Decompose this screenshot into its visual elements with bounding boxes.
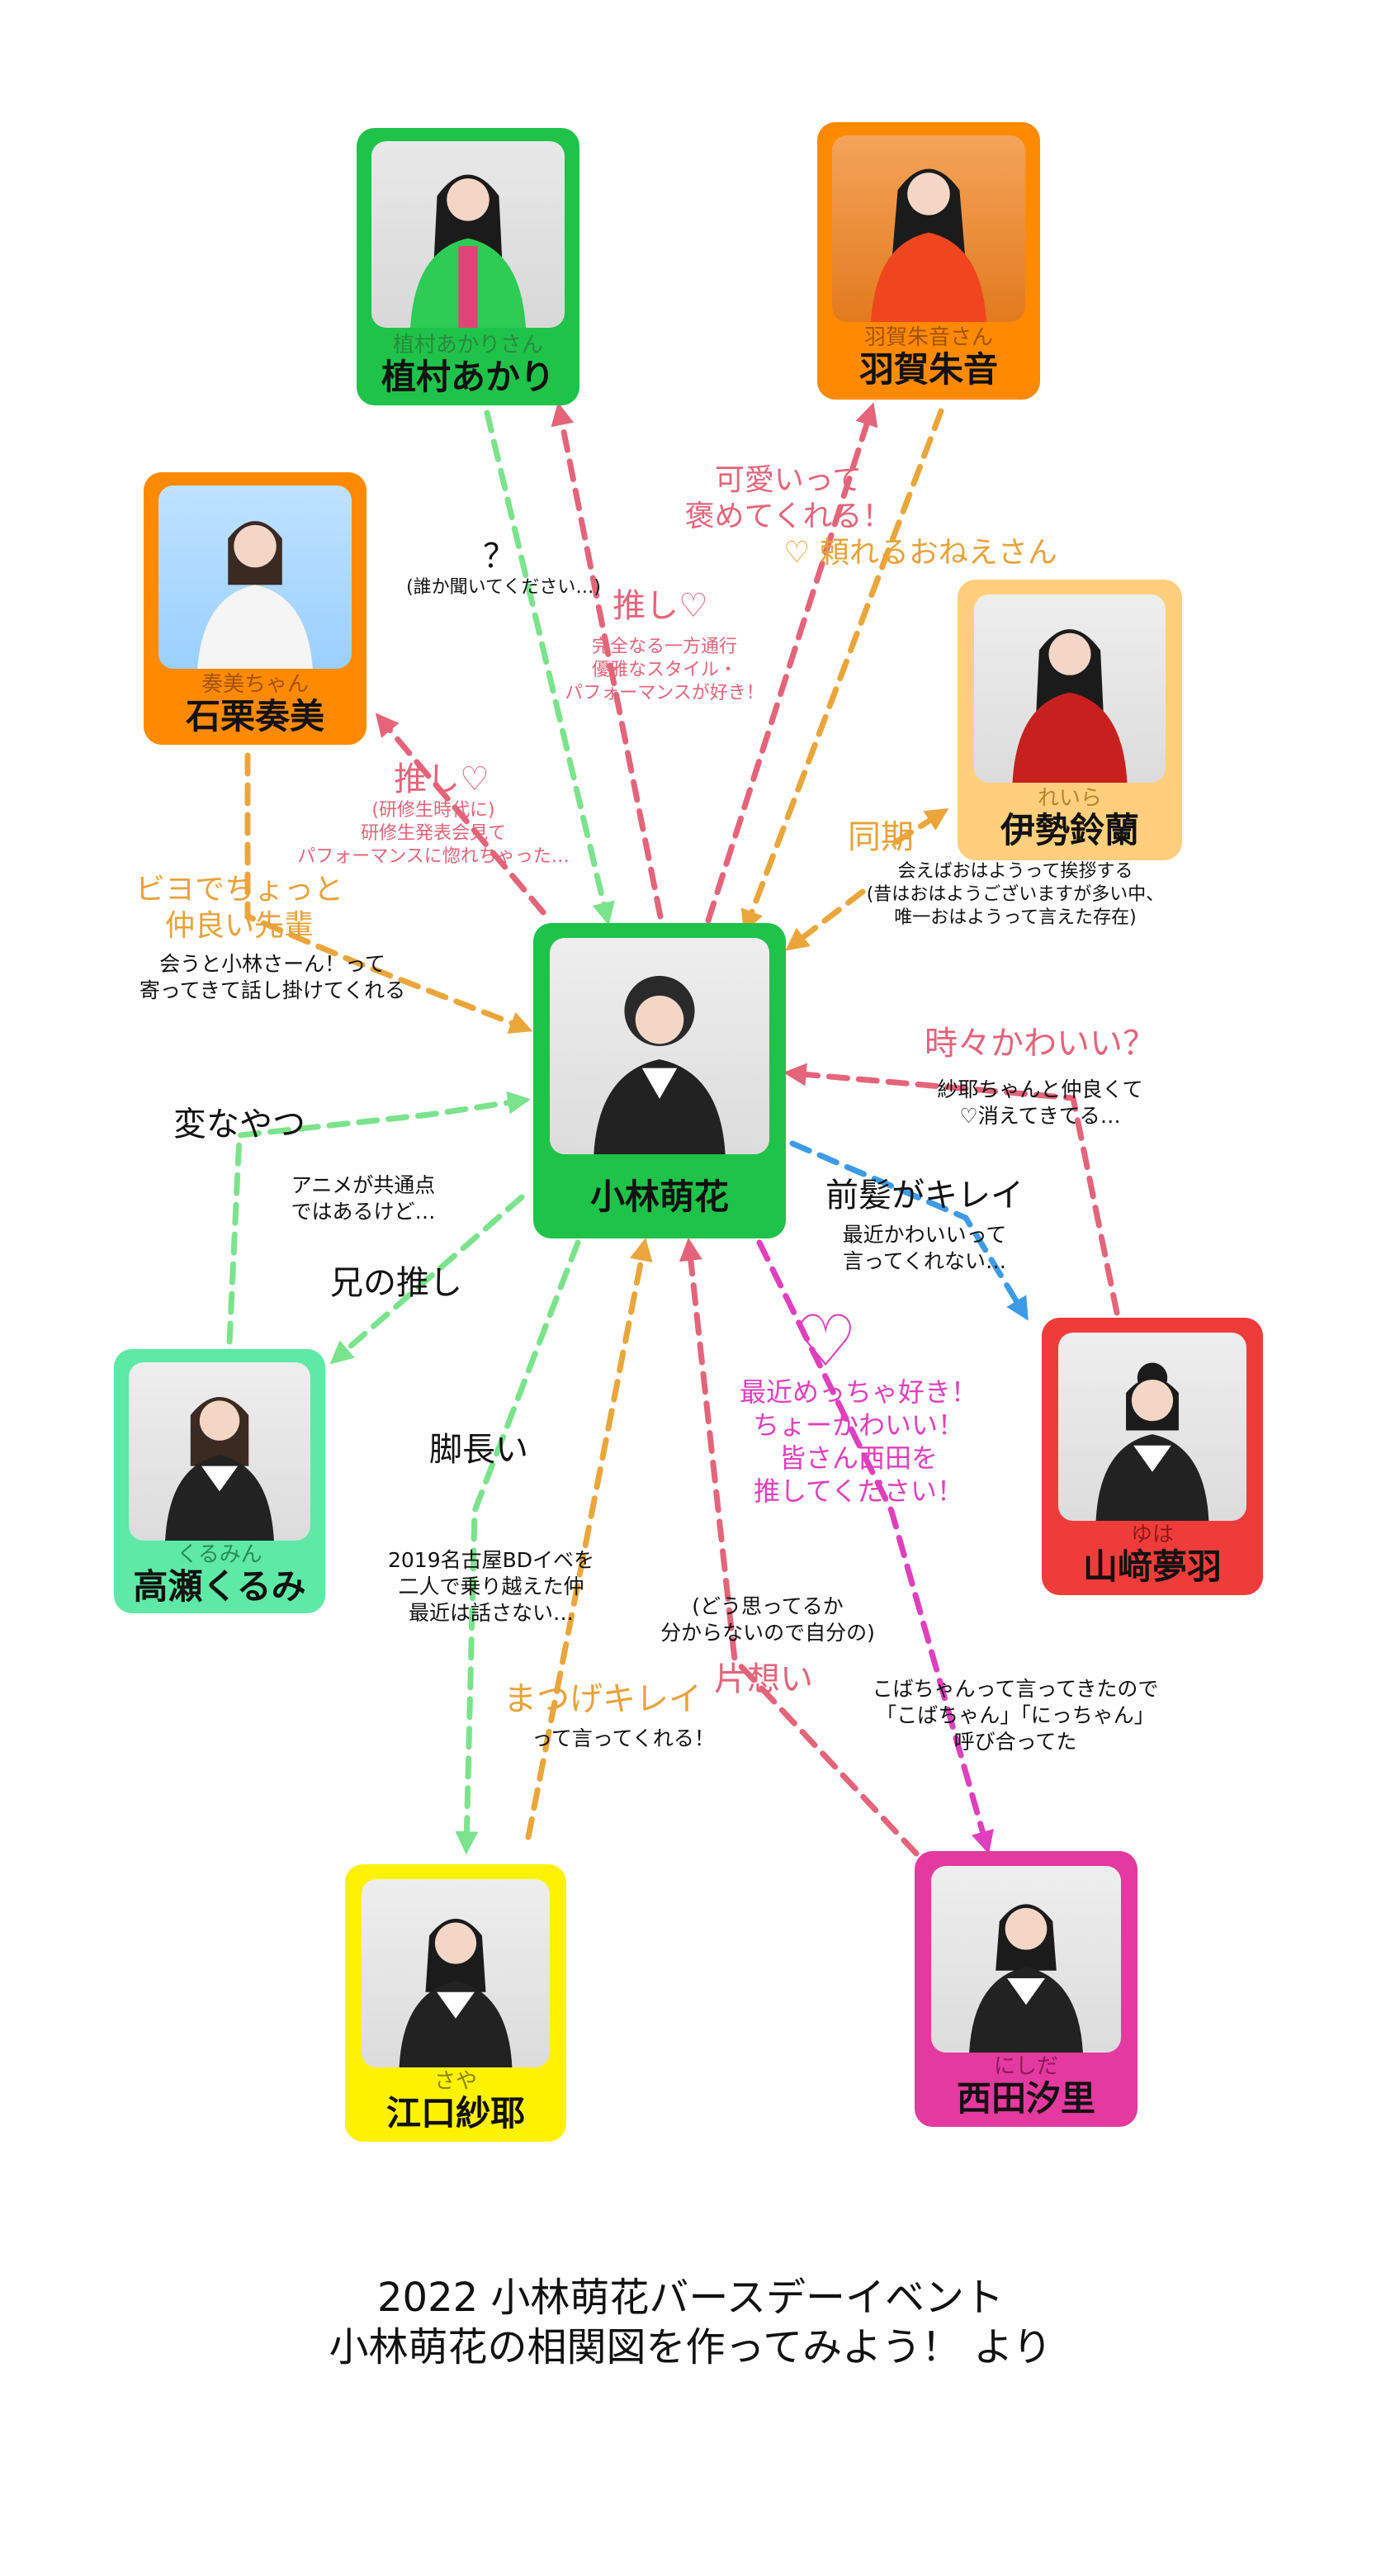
arrow-center-to-uemura [551,402,664,920]
card-uemura: 植村あかりさん 植村あかり [357,128,579,405]
arrow-haga-to-center [740,408,944,934]
card-haga: 羽賀朱音さん 羽賀朱音 [817,122,1040,400]
person-icon [1095,1362,1209,1521]
arrow-center-to-yamazaki [789,1140,1029,1321]
node-name-takase: 高瀬くるみ [133,1566,306,1607]
node-name-ishiguri: 石栗奏美 [185,696,324,736]
label-maegami: 前髪がキレイ [825,1177,1024,1215]
node-name-eguchi: 江口紗耶 [385,2093,525,2133]
label-oshi-uemura-note: 完全なる一方通行 優雅なスタイル・ パフォーマンスが好き！ [565,637,764,703]
photo-kobayashi [550,938,769,1154]
footer-line2: 小林萌花の相関図を作ってみよう！ より [329,2324,1052,2370]
node-nick-uemura: 植村あかりさん [392,333,543,358]
label-oshi-uemura: 推し♡ [612,587,708,625]
label-ise-note: 会えばおはようって挨拶する (昔はおはようございますが多い中、 唯一おはようって… [866,861,1165,928]
person-icon [410,174,526,328]
label-haga-tayoreru: ♡ 頼れるおねえさん [783,536,1057,570]
photo-uemura [371,141,565,328]
person-icon [969,1904,1083,2053]
arrow-eguchi-to-center [525,1238,653,1840]
arrow-center-to-nishida [756,1239,994,1854]
photo-ise [974,594,1166,783]
card-takase: くるみん 高瀬くるみ [114,1349,325,1613]
arrow-yamazaki-to-center [783,1063,1120,1316]
label-uemura-question: ？ [483,537,516,575]
label-ishiguri-bideo: ビヨでちょっと 仲良い先輩 [135,873,343,943]
node-nick-eguchi: さや [433,2069,477,2094]
node-name-haga: 羽賀朱音 [858,349,998,390]
card-ise: れいら 伊勢鈴蘭 [958,580,1182,860]
label-tokidoki: 時々かわいい？ [925,1025,1156,1063]
card-eguchi: さや 江口紗耶 [345,1864,566,2142]
photo-takase [129,1362,310,1541]
label-maegami-note: 最近かわいいって 言ってくれない… [842,1223,1007,1273]
label-matsuge-note: って言ってくれる！ [532,1726,715,1750]
node-nick-haga: 羽賀朱音さん [863,325,993,350]
footer-line1: 2022 小林萌花バースデーイベント [376,2275,1004,2321]
node-name-ise: 伊勢鈴蘭 [1000,810,1139,850]
label-nishida-love: 最近めっちゃ好き！ ちょーかわいい！ 皆さん西田を 推してください！ [739,1376,977,1507]
photo-ishiguri [158,485,352,669]
node-name-uemura: 植村あかり [381,357,555,397]
label-haga-kawaii: 可愛いって 褒めてくれる！ [684,463,892,533]
label-anime: アニメが共通点 ではあるけど… [291,1173,436,1224]
photo-nishida [931,1866,1121,2053]
label-ishiguri-note: 会うと小林さーん！って 寄ってきて話し掛けてくれる [139,952,406,1002]
person-icon [871,168,986,322]
label-kataomoi: 片想い [714,1660,813,1698]
label-oshi-ishiguri: 推し♡ [394,760,489,798]
arrow-ishiguri-to-center [244,752,533,1034]
node-nick-takase: くるみん [177,1542,262,1567]
person-icon [1012,629,1128,783]
label-ani-no-oshi: 兄の推し [330,1264,462,1302]
arrow-center-to-ise [892,807,949,845]
label-tokidoki-note: 紗耶ちゃんと仲良くて ♡消えてきてる… [937,1077,1143,1128]
card-kobayashi: 小林萌花 [533,923,786,1238]
photo-yamazaki [1058,1333,1246,1521]
arrow-uemura-to-center [484,410,615,926]
label-ashinagai: 脚長い [429,1431,528,1469]
arrow-takase-to-center [226,1091,532,1345]
node-name-yamazaki: 山﨑夢羽 [1082,1546,1222,1587]
person-icon [197,521,313,669]
arrow-center-to-ishiguri [375,713,546,916]
card-nishida: にしだ 西田汐里 [915,1851,1137,2127]
label-kataomoi-note: (どう思ってるか 分からないので自分の) [660,1594,875,1645]
arrow-nishida-to-center [679,1237,920,1857]
photo-haga [832,135,1025,322]
label-matsuge: まつげキレイ [504,1680,702,1718]
node-name-kobayashi: 小林萌花 [589,1177,729,1217]
card-ishiguri: 奏美ちゃん 石栗奏美 [144,472,367,745]
arrow-center-to-eguchi [455,1239,581,1855]
arrow-ise-to-center [785,888,866,951]
label-uemura-question-note: (誰か聞いてください…) [406,577,601,598]
heart-icon: ♡ [793,1300,858,1383]
arrow-center-to-takase [329,1194,525,1365]
person-icon [399,1918,513,2067]
arrow-center-to-haga [705,402,878,924]
label-hennayatsu: 変なやつ [173,1106,305,1144]
node-nick-yamazaki: ゆは [1130,1522,1174,1547]
label-oshi-ishiguri-note: (研修生時代に) 研修生発表会見て パフォーマンスに惚れちゃった… [297,800,570,867]
photo-eguchi [362,1879,550,2067]
label-eguchi-note: 2019名古屋BDイベを 二人で乗り越えた仲 最近は話さない… [387,1548,595,1625]
label-douki: 同期 [848,818,914,856]
node-name-nishida: 西田汐里 [956,2078,1095,2119]
node-nick-nishida: にしだ [993,2054,1058,2079]
person-icon [594,975,726,1154]
card-yamazaki: ゆは 山﨑夢羽 [1042,1318,1263,1595]
person-icon [165,1397,274,1541]
label-nishida-note: こばちゃんって言ってきたので 「こばちゃん」「にっちゃん」 呼び合ってた [872,1677,1159,1754]
node-nick-ise: れいら [1037,786,1102,811]
node-nick-ishiguri: 奏美ちゃん [201,672,309,697]
